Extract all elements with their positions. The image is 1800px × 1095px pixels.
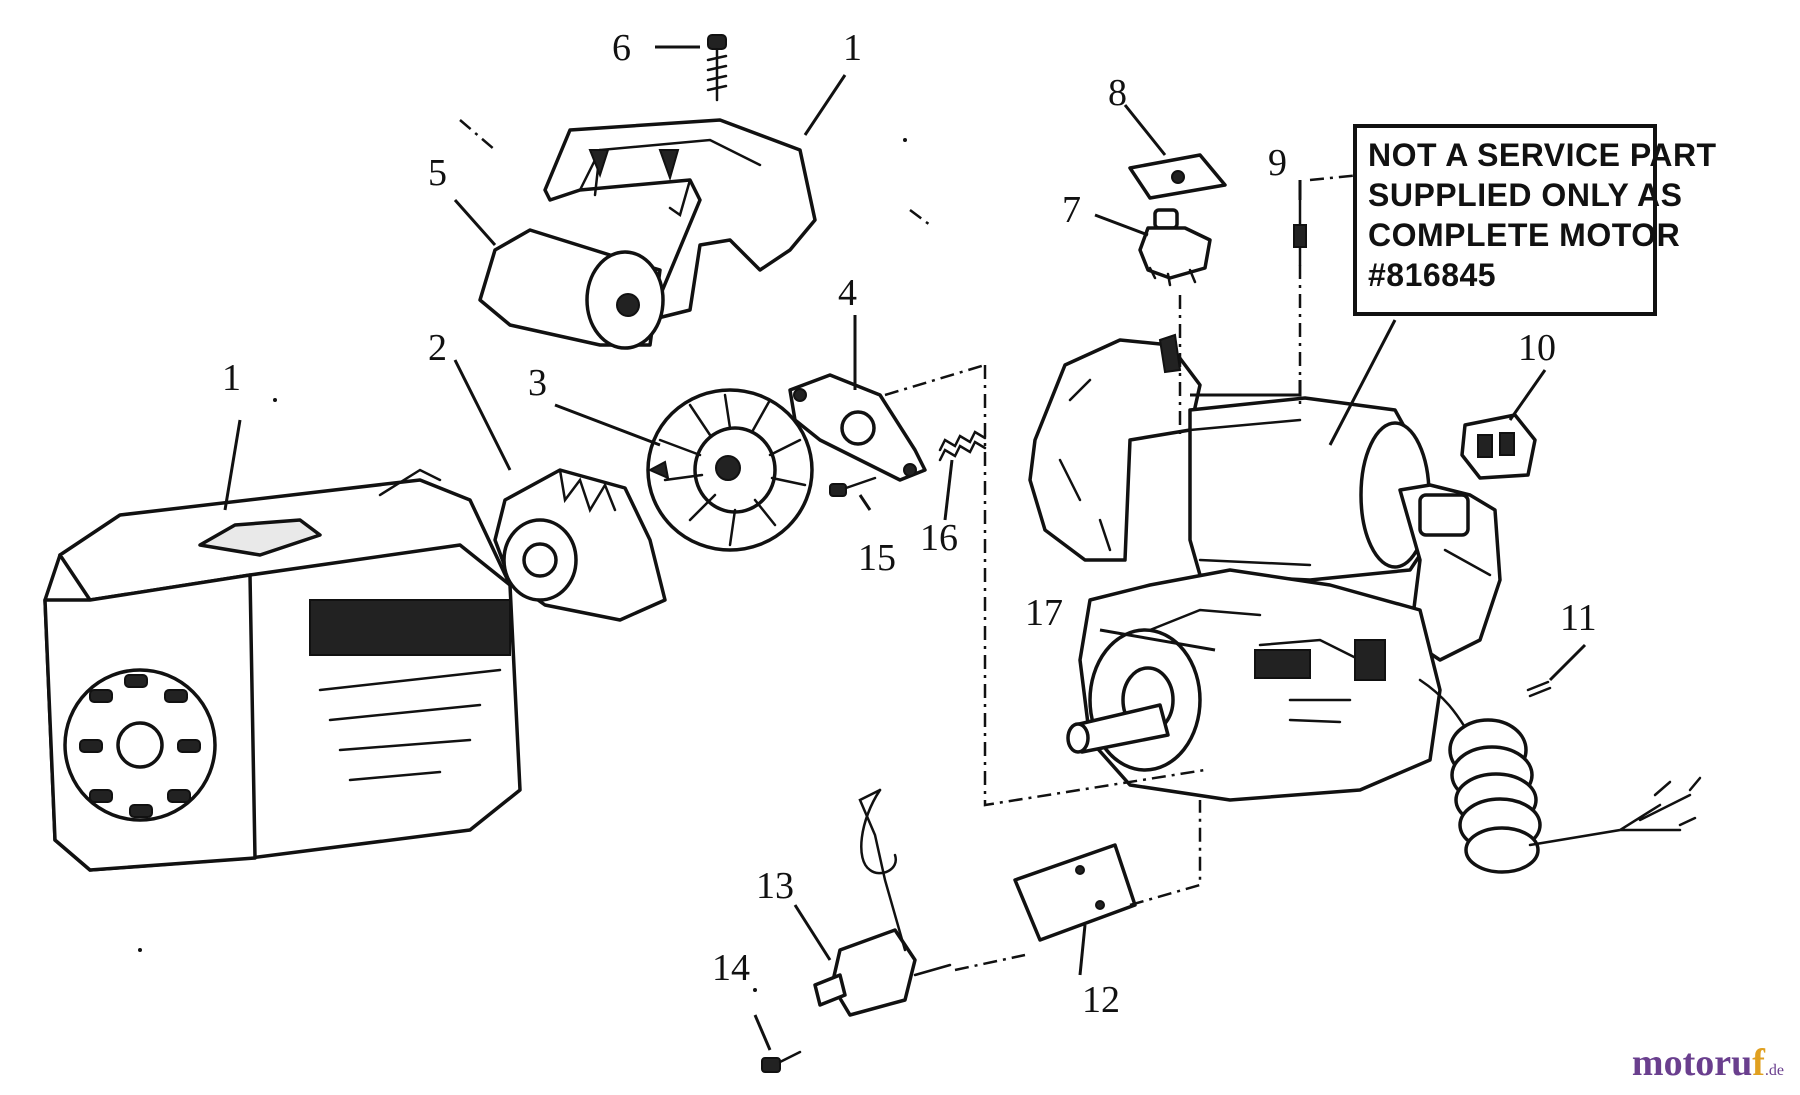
motor-cover-housing — [43, 468, 522, 872]
callout-1-housing: 1 — [222, 357, 241, 399]
watermark-main: motoru — [1631, 1042, 1753, 1084]
screw-11 — [1526, 680, 1552, 698]
top-cover — [543, 118, 817, 322]
callout-1-top-cover: 1 — [843, 27, 862, 69]
callout-9: 9 — [1268, 142, 1287, 184]
knob-7 — [1138, 208, 1212, 287]
capacitor-5 — [478, 228, 665, 350]
leader-lines — [223, 45, 1587, 1051]
motoruf-watermark: motoruf.de — [1632, 1041, 1784, 1085]
motor-assembly — [1028, 333, 1702, 874]
note-line-2: SUPPLIED ONLY AS — [1368, 177, 1682, 213]
connector-10 — [1460, 413, 1537, 480]
callout-14: 14 — [712, 947, 750, 989]
callout-7: 7 — [1062, 189, 1081, 231]
screw-6 — [706, 34, 728, 102]
note-line-4: #816845 — [1368, 257, 1496, 293]
plate-8 — [1128, 153, 1227, 200]
watermark-suffix: .de — [1764, 1062, 1784, 1079]
cooling-fan-3 — [646, 388, 814, 552]
plate-12 — [1013, 843, 1137, 942]
scan-specks — [138, 138, 907, 992]
callout-10: 10 — [1518, 327, 1556, 369]
screw-15 — [829, 476, 877, 497]
end-bell-2 — [493, 468, 667, 622]
callout-16: 16 — [920, 517, 958, 559]
spring-16 — [938, 430, 987, 462]
coiled-cord — [1418, 678, 1702, 874]
pin-9 — [1293, 188, 1307, 267]
callout-13: 13 — [756, 865, 794, 907]
callout-15: 15 — [858, 537, 896, 579]
callout-12: 12 — [1082, 979, 1120, 1021]
callout-3: 3 — [528, 362, 547, 404]
callout-2: 2 — [428, 327, 447, 369]
screw-14 — [761, 1050, 802, 1073]
watermark-accent: f — [1752, 1042, 1765, 1084]
switch-13 — [813, 788, 952, 1017]
callout-4: 4 — [838, 272, 857, 314]
callout-8: 8 — [1108, 72, 1127, 114]
callout-5: 5 — [428, 152, 447, 194]
note-line-1: NOT A SERVICE PART — [1368, 137, 1717, 173]
callout-labels: 1 1 2 3 4 5 6 7 8 9 10 11 12 13 14 15 16… — [222, 27, 1597, 1021]
note-box: NOT A SERVICE PART SUPPLIED ONLY AS COMP… — [1353, 124, 1717, 316]
callout-17: 17 — [1025, 592, 1063, 634]
callout-6: 6 — [612, 27, 631, 69]
note-line-3: COMPLETE MOTOR — [1368, 217, 1680, 253]
callout-11: 11 — [1560, 597, 1597, 639]
